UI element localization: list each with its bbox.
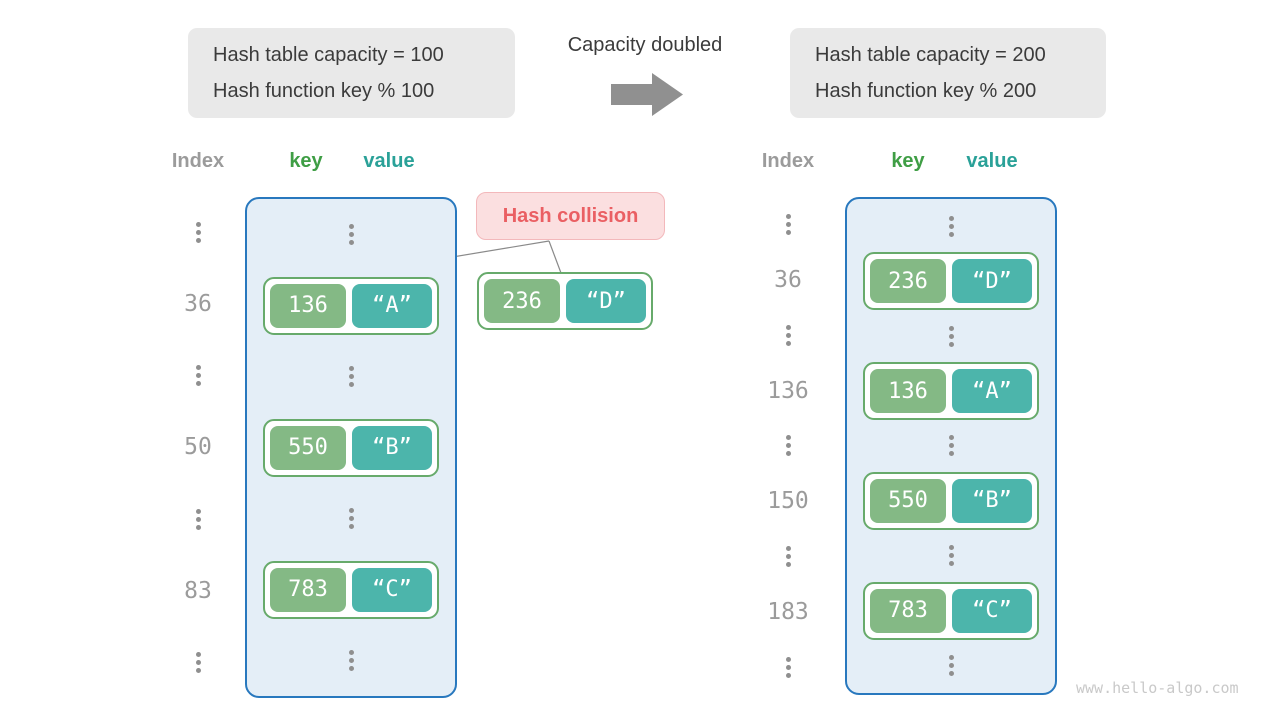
hash-table-before: Index key value 36 50 83 136 “A” 550 “B” <box>156 147 466 707</box>
capacity-doubled-label: Capacity doubled <box>567 34 723 56</box>
pair-value: “B” <box>352 425 432 470</box>
key-value-pair: 550 “B” <box>263 418 439 477</box>
pair-key: 236 <box>484 279 560 323</box>
index-label: 83 <box>184 577 212 604</box>
index-ellipsis <box>156 626 240 698</box>
hash-function-before-text: Hash function key % 100 <box>213 80 435 102</box>
pair-key: 783 <box>870 588 946 633</box>
key-value-pair: 236 “D” <box>863 252 1039 311</box>
bucket-ellipsis <box>847 419 1055 474</box>
pair-value: “D” <box>566 279 646 323</box>
bucket-entry: 550 “B” <box>847 471 1055 530</box>
pair-value: “D” <box>952 259 1032 304</box>
hash-function-after-text: Hash function key % 200 <box>815 80 1037 102</box>
column-header-index: Index <box>761 150 815 172</box>
bucket-ellipsis <box>247 483 455 554</box>
index-ellipsis <box>748 418 828 473</box>
column-header-key: key <box>891 150 925 172</box>
bucket-ellipsis <box>247 341 455 412</box>
bucket-ellipsis <box>247 199 455 270</box>
index-label: 50 <box>184 434 212 461</box>
key-value-pair: 550 “B” <box>863 471 1039 530</box>
bucket-entry: 136 “A” <box>847 362 1055 421</box>
capacity-before-text: Hash table capacity = 100 <box>213 44 444 66</box>
pair-value: “A” <box>952 369 1032 414</box>
index-label: 150 <box>767 488 809 515</box>
index-label: 36 <box>184 291 212 318</box>
column-header-value: value <box>966 150 1018 172</box>
bucket-ellipsis <box>847 529 1055 584</box>
key-value-pair: 136 “A” <box>263 276 439 335</box>
bucket-entry: 236 “D” <box>847 252 1055 311</box>
info-box-after: Hash table capacity = 200 Hash function … <box>790 28 1106 118</box>
pair-key: 550 <box>270 425 346 470</box>
bucket-ellipsis <box>847 309 1055 364</box>
index-ellipsis <box>156 483 240 555</box>
index-ellipsis <box>156 197 240 269</box>
key-value-pair: 783 “C” <box>863 581 1039 640</box>
colliding-pair: 236 “D” <box>477 272 653 330</box>
bucket-ellipsis <box>847 638 1055 693</box>
key-value-pair: 783 “C” <box>263 560 439 619</box>
pair-value: “B” <box>952 478 1032 523</box>
hash-table-after: Index key value 36 136 150 183 236 “D” 1… <box>748 147 1068 707</box>
hash-collision-callout: Hash collision <box>476 192 665 240</box>
watermark: www.hello-algo.com <box>1076 679 1239 697</box>
key-value-pair: 136 “A” <box>863 362 1039 421</box>
pair-value: “A” <box>352 283 432 328</box>
bucket-entry: 550 “B” <box>247 412 455 483</box>
bucket-entry: 136 “A” <box>247 270 455 341</box>
pair-key: 783 <box>270 567 346 612</box>
index-ellipsis <box>156 340 240 412</box>
bucket-entry: 783 “C” <box>847 581 1055 640</box>
index-label: 136 <box>767 377 809 404</box>
pair-key: 236 <box>870 259 946 304</box>
info-box-before: Hash table capacity = 100 Hash function … <box>188 28 515 118</box>
pair-value: “C” <box>952 588 1032 633</box>
column-header-value: value <box>363 150 415 172</box>
pair-key: 136 <box>270 283 346 328</box>
pair-key: 136 <box>870 369 946 414</box>
pair-value: “C” <box>352 567 432 612</box>
index-label: 36 <box>774 266 802 293</box>
bucket-array: 136 “A” 550 “B” 783 “C” <box>245 197 457 698</box>
bucket-ellipsis <box>247 625 455 696</box>
bucket-array: 236 “D” 136 “A” 550 “B” 783 “C” <box>845 197 1057 695</box>
index-ellipsis <box>748 640 828 695</box>
index-column: 36 136 150 183 <box>748 197 828 695</box>
column-header-key: key <box>289 150 323 172</box>
index-column: 36 50 83 <box>156 197 240 698</box>
index-ellipsis <box>748 529 828 584</box>
pair-key: 550 <box>870 478 946 523</box>
bucket-entry: 783 “C” <box>247 554 455 625</box>
column-header-index: Index <box>171 150 225 172</box>
index-ellipsis <box>748 308 828 363</box>
right-arrow-icon <box>611 73 684 117</box>
index-ellipsis <box>748 197 828 252</box>
index-label: 183 <box>767 598 809 625</box>
capacity-after-text: Hash table capacity = 200 <box>815 44 1046 66</box>
bucket-ellipsis <box>847 199 1055 254</box>
